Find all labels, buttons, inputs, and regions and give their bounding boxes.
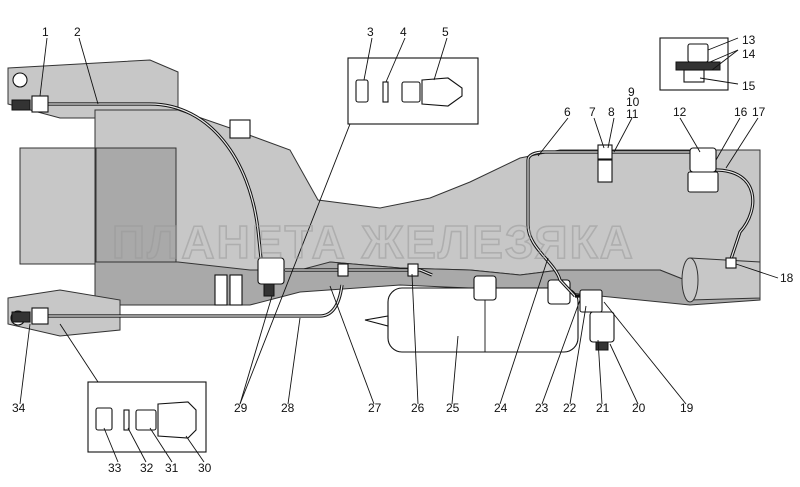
watermark: ПЛАНЕТА ЖЕЛЕЗЯКА: [112, 216, 635, 268]
callout-12: 12: [673, 105, 687, 119]
callout-14: 14: [742, 47, 756, 61]
callout-21: 21: [596, 401, 610, 415]
leader-lines: [19, 37, 779, 463]
callout-24: 24: [494, 401, 508, 415]
callout-23: 23: [535, 401, 549, 415]
callout-5: 5: [442, 25, 449, 39]
inset-detail-bottom: [87, 381, 207, 453]
callout-6: 6: [564, 105, 571, 119]
inset-detail-top: [347, 57, 479, 125]
callout-15: 15: [742, 79, 756, 93]
callout-30: 30: [198, 461, 212, 475]
callout-29: 29: [234, 401, 248, 415]
callout-26: 26: [411, 401, 425, 415]
callout-25: 25: [446, 401, 460, 415]
callout-20: 20: [632, 401, 646, 415]
callout-4: 4: [400, 25, 407, 39]
callout-3: 3: [367, 25, 374, 39]
air-tank: [364, 275, 579, 353]
callout-8: 8: [608, 105, 615, 119]
callout-32: 32: [140, 461, 154, 475]
pipelines: [45, 102, 755, 318]
callout-34: 34: [12, 401, 26, 415]
callout-19: 19: [680, 401, 694, 415]
callout-27: 27: [368, 401, 382, 415]
callout-22: 22: [563, 401, 577, 415]
callout-10: 10: [626, 95, 640, 109]
callout-18: 18: [780, 271, 794, 285]
callout-13: 13: [742, 33, 756, 47]
callout-16: 16: [734, 105, 748, 119]
callout-1: 1: [42, 25, 49, 39]
callout-31: 31: [165, 461, 179, 475]
callout-labels: 1 2 3 4 5 6 7 8 9 10 11 12 13 14 15 16 1…: [12, 25, 794, 475]
callout-28: 28: [281, 401, 295, 415]
callout-17: 17: [752, 105, 766, 119]
callout-33: 33: [108, 461, 122, 475]
callout-2: 2: [74, 25, 81, 39]
callout-11: 11: [626, 107, 639, 121]
callout-9: 9: [628, 85, 635, 99]
callout-7: 7: [589, 105, 596, 119]
